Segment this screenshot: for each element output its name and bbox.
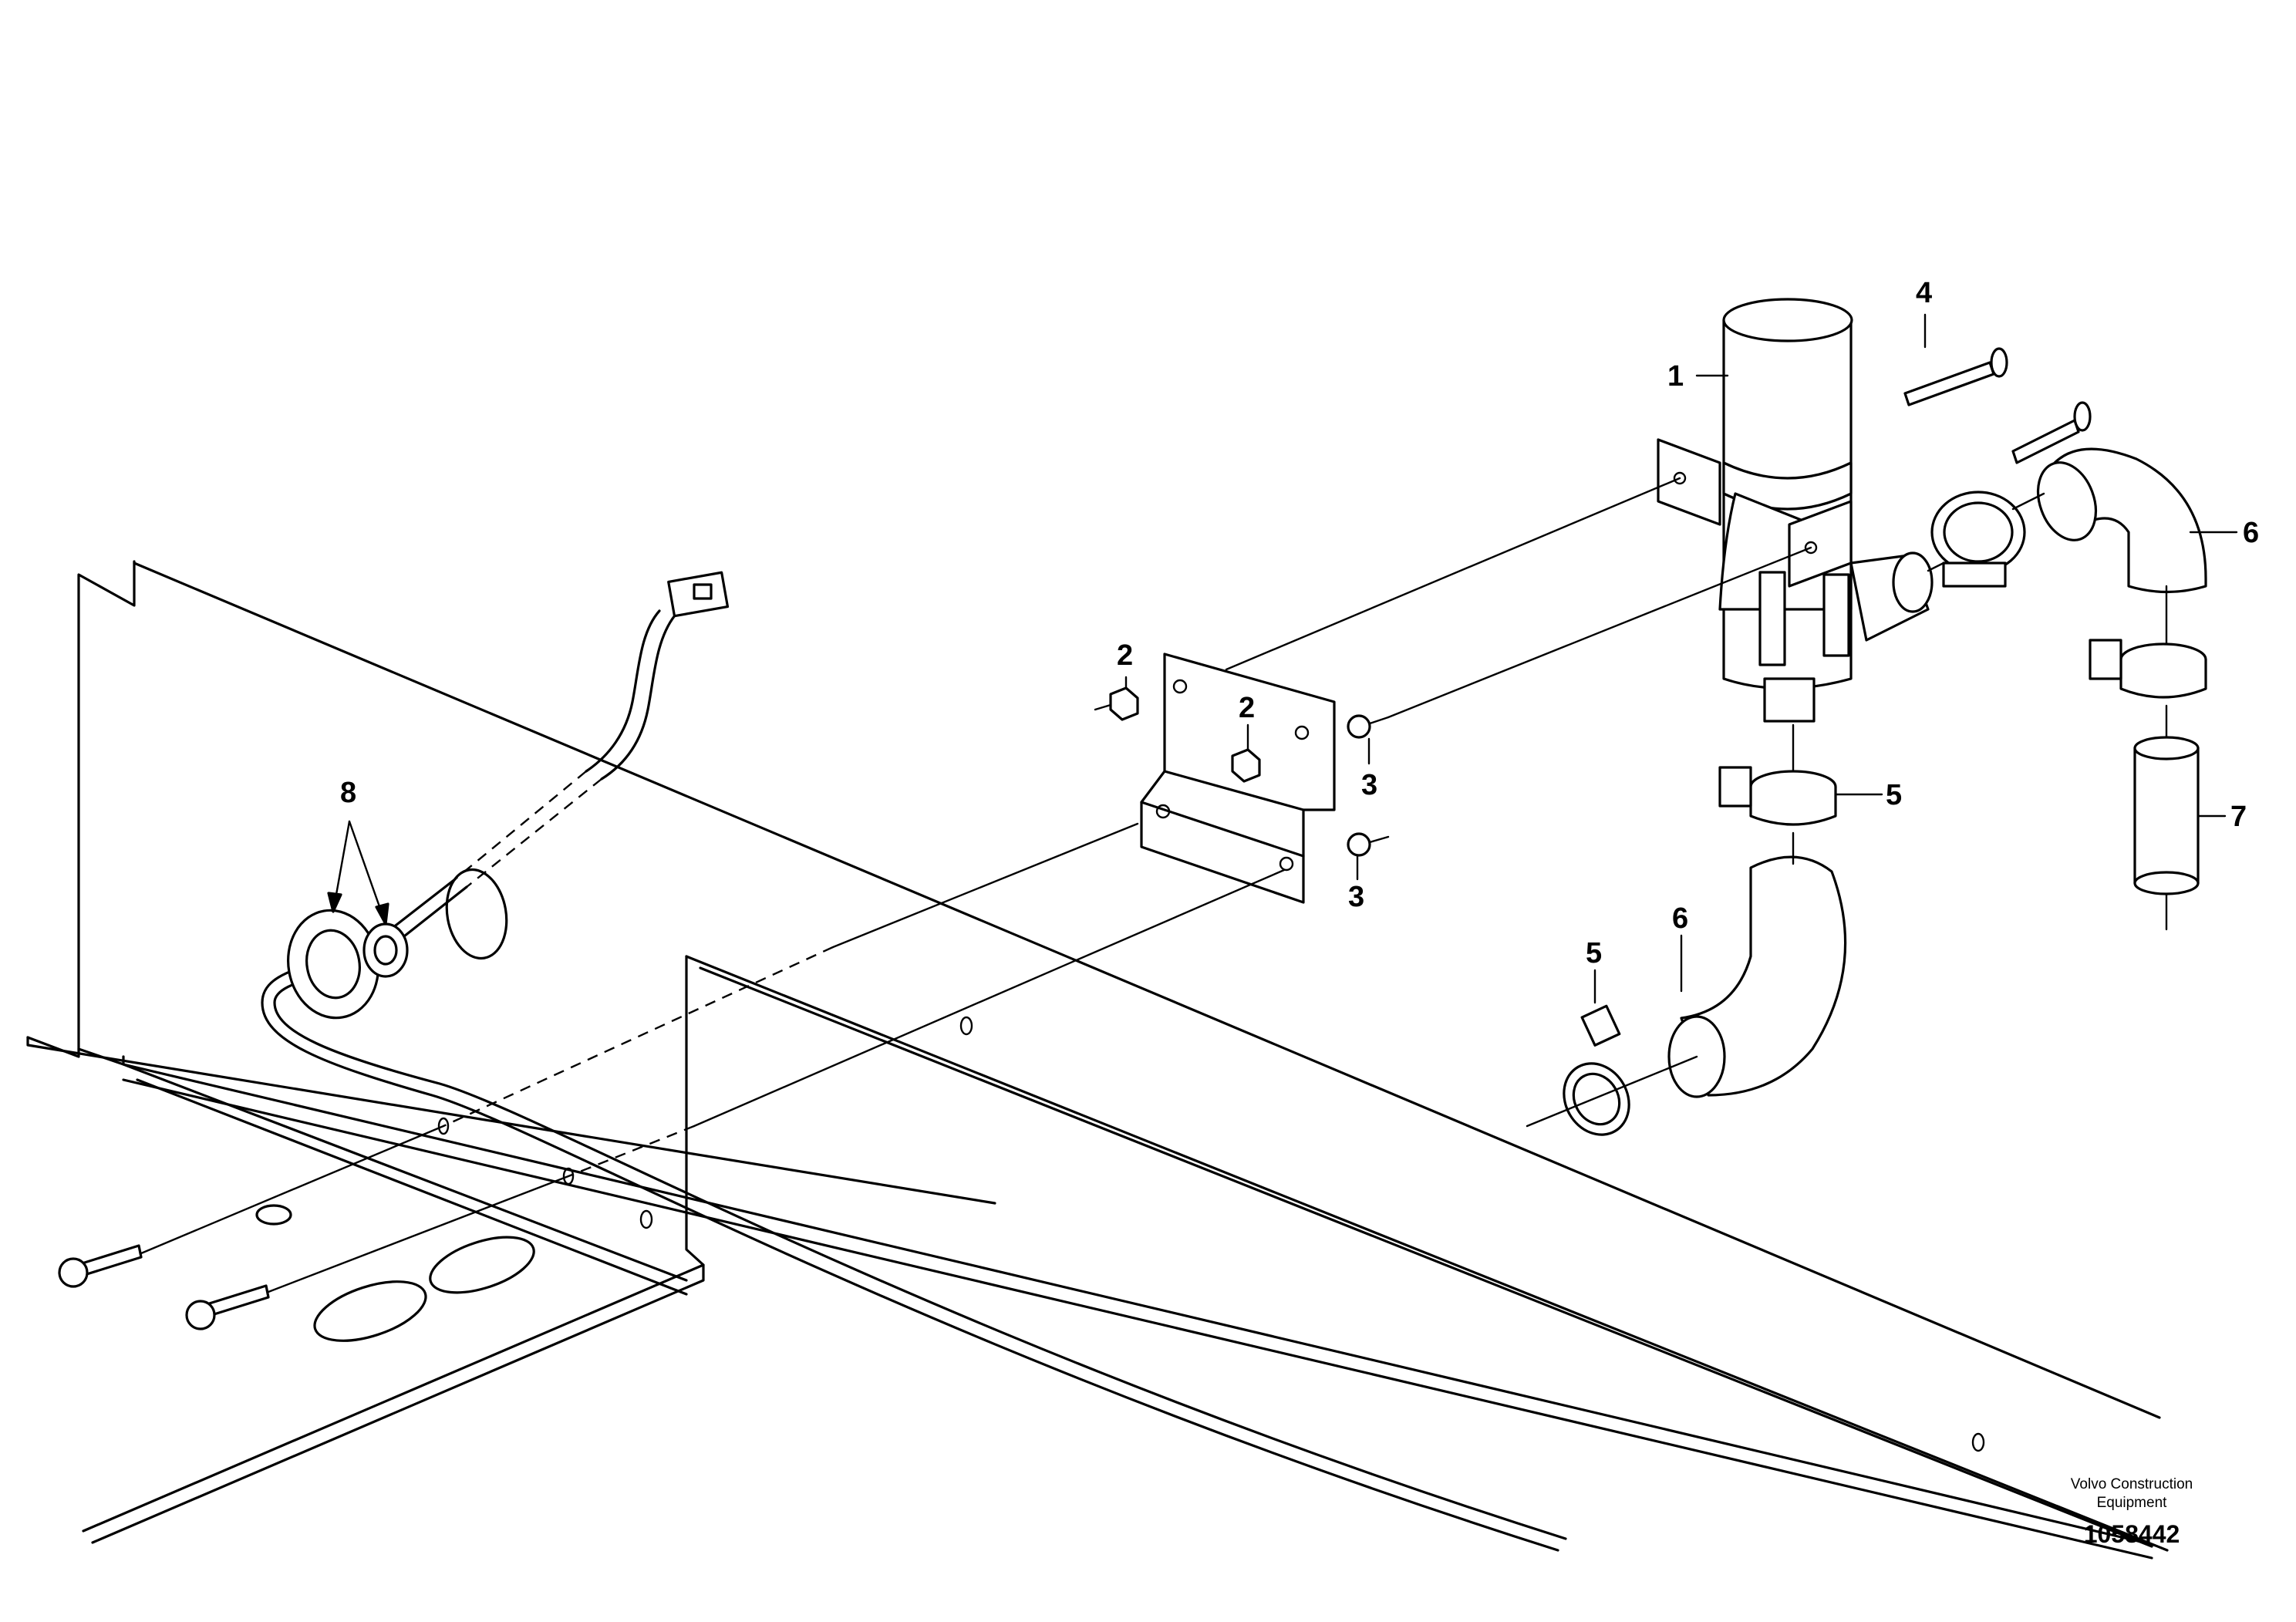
publisher-line-1: Volvo Construction bbox=[2071, 1476, 2193, 1492]
publisher-line-2: Equipment bbox=[2097, 1495, 2168, 1511]
figure-caption: Volvo Construction Equipment 1058442 bbox=[2071, 1476, 2193, 1548]
mounting-bracket bbox=[1140, 653, 1336, 904]
callout-2-center: 2 bbox=[1239, 692, 1255, 724]
callout-4: 4 bbox=[1916, 277, 1932, 309]
fastener-set bbox=[58, 686, 1390, 1330]
callout-6-left: 6 bbox=[1672, 902, 1688, 935]
callout-3-lower: 3 bbox=[1348, 881, 1364, 913]
callout-8: 8 bbox=[340, 777, 356, 809]
grommet-set bbox=[287, 909, 409, 1020]
coolant-tube bbox=[2133, 736, 2200, 931]
callout-leaders bbox=[327, 313, 2238, 1004]
callout-3-upper: 3 bbox=[1361, 769, 1377, 801]
assembly-lines bbox=[140, 477, 2168, 1293]
callout-7: 7 bbox=[2230, 801, 2247, 833]
callout-2-left: 2 bbox=[1117, 639, 1133, 672]
coolant-pump bbox=[1657, 298, 1934, 723]
callout-5-right: 5 bbox=[1886, 779, 1902, 811]
callout-labels: 1 2 2 3 3 4 5 5 6 6 7 8 bbox=[340, 277, 2259, 969]
hose-clamp-set bbox=[1563, 491, 2207, 1136]
figure-number: 1058442 bbox=[2084, 1520, 2180, 1548]
callout-5-left: 5 bbox=[1586, 937, 1602, 969]
hose-elbow-set bbox=[1667, 447, 2207, 1098]
frame-panel bbox=[26, 560, 2169, 1560]
callout-1: 1 bbox=[1667, 360, 1684, 393]
cable-harness bbox=[261, 571, 1567, 1552]
callout-6-right: 6 bbox=[2243, 517, 2259, 549]
bolt-set-upper bbox=[1903, 347, 2092, 464]
